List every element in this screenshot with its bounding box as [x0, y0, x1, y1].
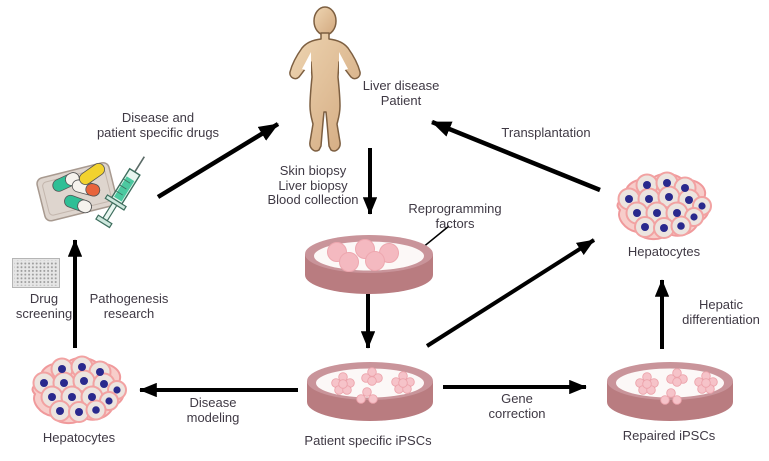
- label-hepatic-differentiation: Hepatic differentiation: [682, 297, 760, 327]
- label-repaired-ipscs: Repaired iPSCs: [622, 428, 716, 443]
- petri-dish-patient-ipscs: [307, 362, 433, 421]
- label-pathogenesis-research: Pathogenesis research: [89, 291, 169, 321]
- label-gene-correction: Gene correction: [488, 391, 546, 421]
- label-reprogramming-factors: Reprogramming factors: [408, 201, 502, 231]
- label-patient-specific-ipscs: Patient specific iPSCs: [304, 433, 432, 448]
- ipsc-colonies: [635, 368, 718, 405]
- syringe-icon: [95, 156, 145, 229]
- arrow-drugs-to-patient: [156, 122, 280, 199]
- hepatocyte-cells: [32, 355, 127, 423]
- capsule-teal-icon: [64, 194, 92, 214]
- capsule-yellow-icon: [79, 163, 105, 185]
- patient-person-icon: [289, 6, 361, 152]
- arrow-ipscs-to-hepatocytes-right: [425, 238, 596, 348]
- label-disease-modeling: Disease modeling: [186, 395, 240, 425]
- hepatocyte-cells: [617, 171, 712, 239]
- petri-dish-repaired-ipscs: [607, 362, 733, 421]
- label-transplantation: Transplantation: [501, 125, 591, 140]
- capsule-orange-icon: [71, 179, 101, 197]
- drugs-and-syringe-icon: [36, 156, 145, 229]
- well-plate-icon: [12, 258, 60, 288]
- cell-colonies: [327, 239, 399, 272]
- label-disease-and-drugs: Disease and patient specific drugs: [96, 110, 220, 140]
- label-hepatocytes-left: Hepatocytes: [42, 430, 116, 445]
- label-hepatocytes-right: Hepatocytes: [627, 244, 701, 259]
- label-biopsy-methods: Skin biopsy Liver biopsy Blood collectio…: [267, 163, 359, 208]
- hepatocytes-cluster-left-icon: [31, 355, 127, 424]
- arrow-transplantation: [431, 119, 601, 193]
- label-drug-screening: Drug screening: [15, 291, 73, 321]
- ipsc-colonies: [331, 367, 415, 404]
- label-liver-disease-patient: Liver disease Patient: [362, 78, 440, 108]
- petri-dish-somatic-cells: [305, 235, 433, 294]
- hepatocytes-cluster-right-icon: [616, 171, 712, 240]
